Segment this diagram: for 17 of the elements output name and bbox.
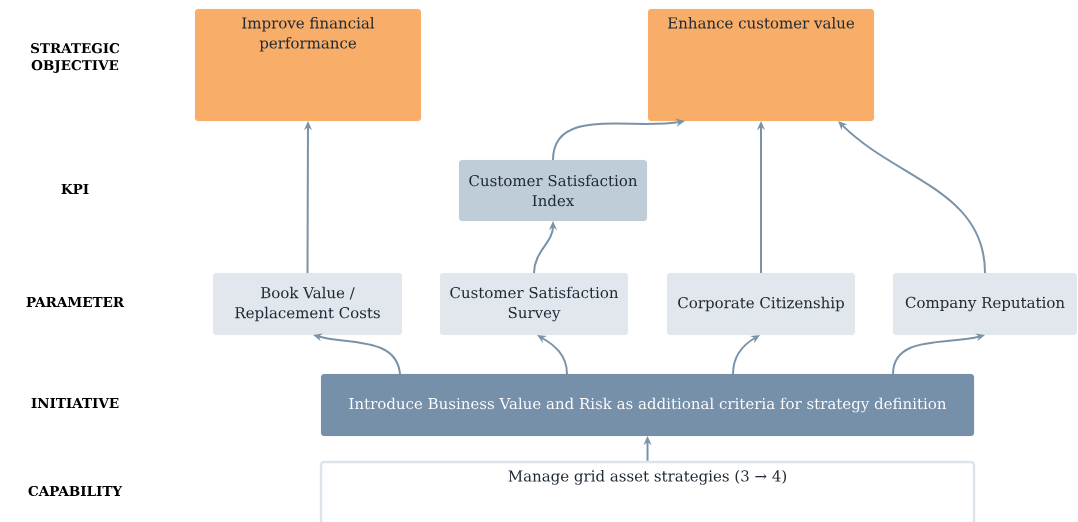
row-label: CAPABILITY — [28, 485, 123, 497]
capability-box: Manage grid asset strategies (3 → 4) — [319, 460, 976, 522]
row-label: KPI — [61, 184, 89, 194]
row-label: STRATEGIC OBJECTIVE — [31, 43, 120, 73]
arrow — [838, 121, 986, 274]
row-label: PARAMETER — [26, 297, 125, 307]
row-label: INITIATIVE — [31, 398, 119, 408]
parameter-box: Book Value / Replacement Costs — [212, 272, 403, 336]
arrow — [732, 335, 760, 375]
objective-box: Enhance customer value — [647, 8, 875, 122]
initiative-box: Introduce Business Value and Risk as additional criteria for strategy definition — [320, 373, 975, 437]
arrow — [537, 335, 568, 375]
objective-box: Improve financial performance — [194, 8, 422, 122]
parameter-box: Customer Satisfaction Survey — [439, 272, 629, 336]
parameter-box: Corporate Citizenship — [666, 272, 856, 336]
kpi-box: Customer Satisfaction Index — [458, 159, 648, 222]
parameter-box: Company Reputation — [892, 272, 1078, 336]
